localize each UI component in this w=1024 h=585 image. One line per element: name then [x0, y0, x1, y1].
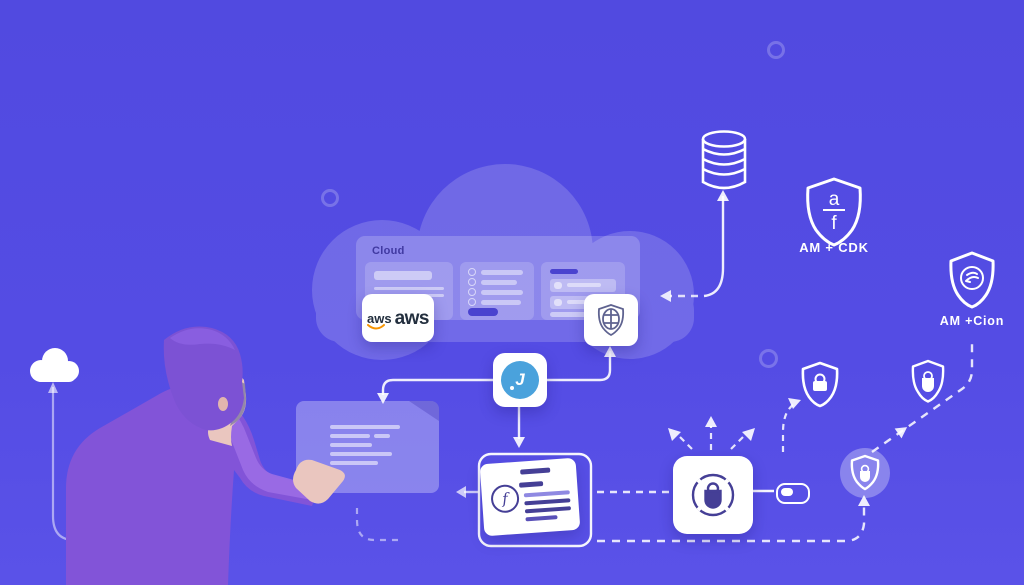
circle-shield-icon [840, 448, 890, 498]
deco-ring [759, 349, 778, 368]
person-hand [293, 459, 345, 504]
lock-crosshair-icon [691, 473, 735, 517]
j-tool-icon: J [501, 361, 539, 399]
toggle-pill [776, 483, 810, 504]
person-illustration [66, 326, 345, 585]
panel-button [468, 308, 498, 316]
lock-target-box [673, 456, 753, 534]
cdk-shield-label: AM + CDK [799, 240, 869, 255]
person-hair-highlight [170, 328, 235, 350]
panel-fold-corner [409, 401, 439, 421]
doc-outline [477, 452, 593, 548]
deco-ring [321, 189, 339, 207]
toggle-knob [781, 488, 793, 496]
deco-ring [767, 41, 785, 59]
aws-smile-icon [367, 323, 385, 329]
person-coat [66, 385, 318, 585]
lock-shield-icon-1 [801, 361, 839, 408]
svg-text:a: a [829, 189, 840, 210]
svg-text:f: f [831, 213, 837, 234]
cion-shield-label: AM +Cion [939, 314, 1005, 328]
aws-logo-large: aws [394, 307, 430, 329]
j-tool-box: J [493, 353, 547, 407]
aws-logo-small: aws [367, 312, 392, 329]
function-icon: f [490, 483, 521, 514]
cloud-service-cards [365, 262, 625, 320]
service-card-list [460, 262, 534, 320]
aws-badge: aws aws [362, 294, 434, 342]
security-shield-badge [584, 294, 638, 346]
small-cloud-icon [30, 348, 79, 382]
cion-shield-icon [949, 251, 995, 309]
person-ear [218, 397, 228, 411]
shield-globe-icon [597, 304, 625, 337]
database-icon [701, 130, 747, 190]
cdk-shield-icon: a f [806, 177, 862, 247]
lock-shield-icon-2 [911, 359, 945, 403]
function-doc-card: f [479, 457, 581, 537]
cloud-panel-title: Cloud [372, 245, 405, 257]
